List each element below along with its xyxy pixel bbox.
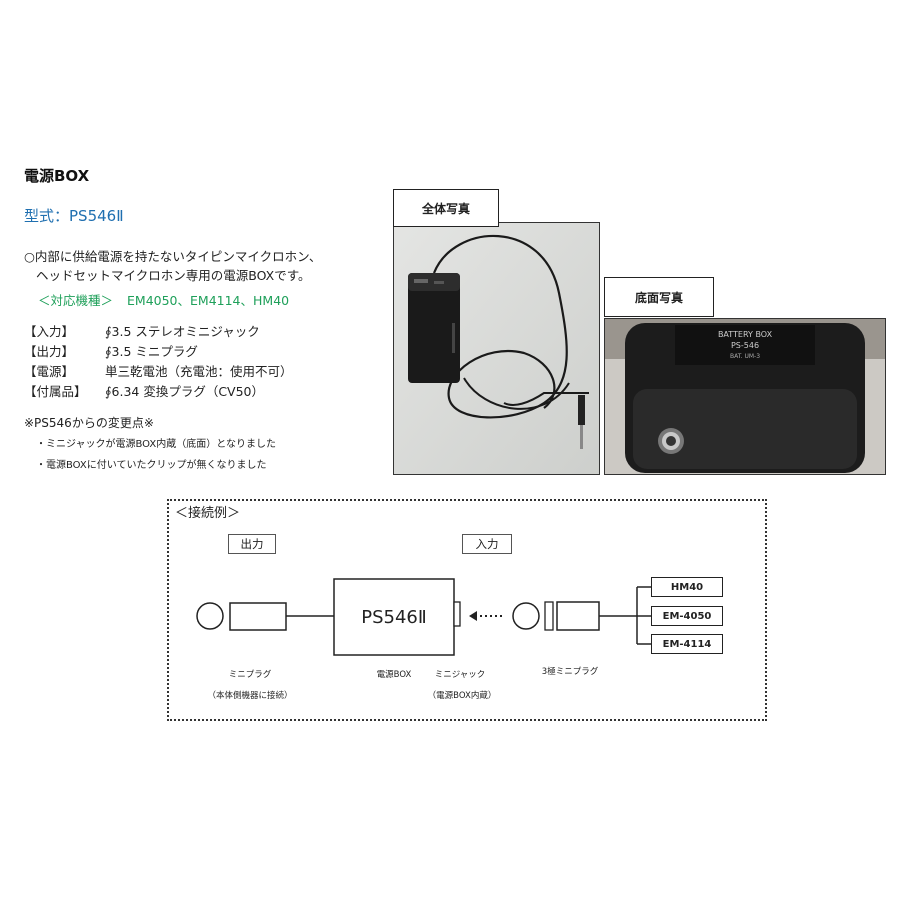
- input-plug-body: [556, 601, 600, 631]
- output-plug-circle: [196, 602, 224, 630]
- change-item: ・電源BOXに付いていたクリップが無くなりました: [36, 460, 267, 471]
- bottom-photo-image: BATTERY BOX PS-546 BAT. UM-3: [605, 319, 885, 474]
- connection-diagram: [167, 499, 767, 721]
- description-line-2: ヘッドセットマイクロホン専用の電源BOXです。: [36, 268, 311, 283]
- spec-value: 単三乾電池（充電池：使用不可）: [105, 364, 293, 379]
- full-photo-label: 全体写真: [393, 189, 499, 227]
- battery-plate-line-2: PS-546: [731, 341, 759, 350]
- full-photo: [393, 222, 600, 475]
- mini-jack: [453, 601, 461, 627]
- spec-row-accessory: 【付属品】 ∮6.34 変換プラグ（CV50）: [24, 381, 264, 400]
- spec-value: ∮3.5 ミニプラグ: [105, 344, 198, 359]
- changes-title: ※PS546からの変更点※: [24, 416, 154, 430]
- three-pole-plug-label: 3極ミニプラグ: [541, 667, 599, 677]
- input-plug-circle: [512, 602, 540, 630]
- ps546-box-label: PS546Ⅱ: [361, 606, 427, 628]
- spec-row-output: 【出力】 ∮3.5 ミニプラグ: [24, 341, 198, 360]
- output-tag: 出力: [228, 534, 276, 554]
- spec-key: 【付属品】: [24, 384, 87, 399]
- diagram-lines: [196, 578, 651, 656]
- mini-plug-note: （本体側機器に接続）: [207, 691, 293, 701]
- spec-row-power: 【電源】 単三乾電池（充電池：使用不可）: [24, 361, 293, 380]
- compatible-list: EM4050、EM4114、HM40: [127, 293, 290, 308]
- power-box-label: 電源BOX: [376, 670, 412, 680]
- battery-plate-line-1: BATTERY BOX: [718, 330, 773, 339]
- description-line-1: ○内部に供給電源を持たないタイピンマイクロホン、: [24, 249, 322, 264]
- bottom-photo: BATTERY BOX PS-546 BAT. UM-3: [604, 318, 886, 475]
- compatible-label: ＜対応機種＞: [38, 293, 114, 308]
- model-box-hm40: HM40: [651, 577, 723, 597]
- change-item: ・ミニジャックが電源BOX内蔵（底面）となりました: [36, 439, 276, 450]
- spec-row-input: 【入力】 ∮3.5 ステレオミニジャック: [24, 321, 260, 340]
- battery-plate-line-3: BAT. UM-3: [730, 353, 760, 360]
- model-box-em4114: EM-4114: [651, 634, 723, 654]
- diagram-title: ＜接続例＞: [175, 506, 241, 521]
- spec-value: ∮3.5 ステレオミニジャック: [105, 324, 260, 339]
- input-tag: 入力: [462, 534, 512, 554]
- product-description: ○内部に供給電源を持たないタイピンマイクロホン、 ヘッドセットマイクロホン専用の…: [24, 247, 321, 285]
- output-plug-body: [229, 602, 287, 631]
- spec-key: 【出力】: [24, 344, 75, 359]
- bottom-photo-label: 底面写真: [604, 277, 714, 317]
- mini-jack-note: （電源BOX内蔵）: [427, 691, 497, 701]
- ps546-box: [333, 578, 455, 656]
- model-box-em4050: EM-4050: [651, 606, 723, 626]
- mini-plug-label: ミニプラグ: [228, 670, 272, 680]
- spec-key: 【電源】: [24, 364, 75, 379]
- spec-key: 【入力】: [24, 324, 75, 339]
- full-photo-image: [394, 223, 599, 474]
- spec-value: ∮6.34 変換プラグ（CV50）: [105, 384, 265, 399]
- page-title: 電源BOX: [24, 167, 90, 185]
- model-number: 型式：PS546Ⅱ: [24, 207, 124, 225]
- compatible-models: ＜対応機種＞ EM4050、EM4114、HM40: [38, 290, 289, 309]
- mini-jack-label: ミニジャック: [434, 670, 486, 680]
